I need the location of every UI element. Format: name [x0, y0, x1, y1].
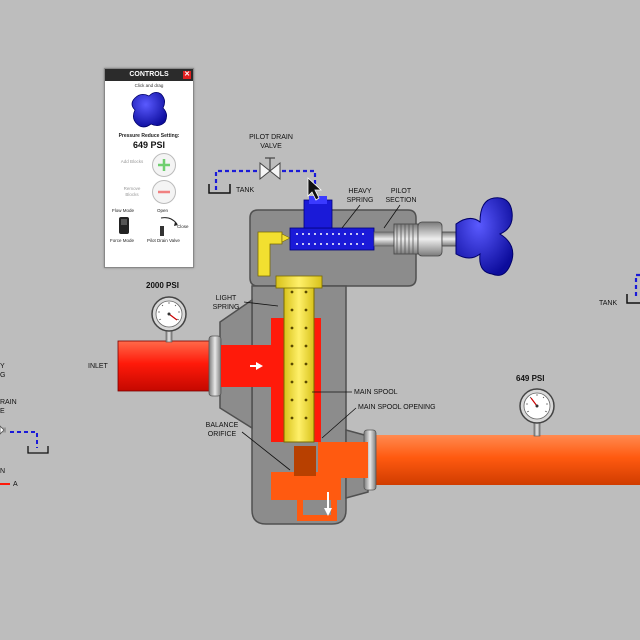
light-spring — [290, 290, 308, 420]
outlet-gauge-readout: 649 PSI — [516, 374, 545, 383]
pressure-gauge-icon — [519, 388, 555, 437]
needle-valve-icon[interactable] — [259, 157, 281, 181]
controls-title: CONTROLS — [129, 71, 169, 78]
inlet-label: INLET — [88, 363, 108, 370]
add-blocks-label: Add Blocks — [120, 159, 144, 164]
controls-titlebar[interactable]: CONTROLS ✕ — [105, 69, 193, 81]
open-label: Open — [157, 208, 169, 213]
pilot-section — [289, 196, 395, 251]
pressure-gauge-icon — [151, 296, 187, 343]
remove-blocks-row: Remove Blocks — [105, 180, 193, 204]
edge-label: E — [0, 408, 5, 415]
pilot-drain-line — [214, 169, 317, 200]
tank-label-left: TANK — [236, 187, 255, 194]
handwheel-icon[interactable] — [455, 197, 514, 276]
edge-partial-drawing — [0, 425, 49, 485]
remove-icon[interactable] — [152, 180, 176, 204]
controls-panel: CONTROLS ✕ Click and drag Pressure Reduc… — [104, 68, 194, 268]
edge-label: Y — [0, 363, 5, 370]
main-spool-opening-label: MAIN SPOOL OPENING — [358, 404, 436, 411]
toggle-switch-icon[interactable] — [119, 217, 129, 234]
pressure-setting-value: 649 PSI — [132, 140, 166, 150]
pilot-drain-line-right — [634, 273, 640, 296]
flow-mode-label: Flow Mode — [112, 208, 135, 213]
edge-label: RAIN — [0, 399, 17, 406]
close-icon[interactable]: ✕ — [183, 71, 191, 79]
remove-blocks-label: Remove Blocks — [123, 186, 141, 197]
close-label: Close — [177, 224, 189, 229]
drag-hint: Click and drag — [134, 83, 164, 88]
inlet-pipe — [117, 335, 271, 397]
pressure-setting-label: Pressure Reduce Setting: — [118, 133, 180, 139]
mode-row: Flow Mode Force Mode Open Close Pilot Dr… — [105, 208, 193, 248]
main-spool — [275, 275, 323, 443]
force-mode-label: Force Mode — [110, 238, 135, 243]
flow-arrow-icon — [250, 362, 263, 370]
inlet-gauge-readout: 2000 PSI — [146, 281, 179, 290]
outlet-pipe — [318, 429, 640, 491]
callout-lines — [241, 204, 401, 471]
flow-arrow-icon — [324, 492, 332, 516]
pilot-passage — [257, 231, 283, 277]
tank-label-right: TANK — [599, 300, 618, 307]
reduced-pressure-chamber — [271, 446, 341, 521]
adjust-knob-icon[interactable] — [129, 90, 169, 130]
main-spool-label: MAIN SPOOL — [354, 389, 398, 396]
rotary-switch-icon[interactable] — [157, 214, 183, 240]
add-icon[interactable] — [152, 153, 176, 177]
edge-label: A — [13, 481, 18, 488]
tank-icon — [208, 184, 231, 194]
mouse-pointer — [307, 177, 323, 201]
pilot-adjuster-screw — [393, 221, 457, 257]
tank-icon — [626, 294, 640, 304]
add-blocks-row: Add Blocks — [105, 153, 193, 177]
edge-label: N — [0, 468, 6, 475]
edge-label: G — [0, 372, 6, 379]
pilot-drain-valve-label-small: Pilot Drain Valve — [147, 238, 180, 243]
